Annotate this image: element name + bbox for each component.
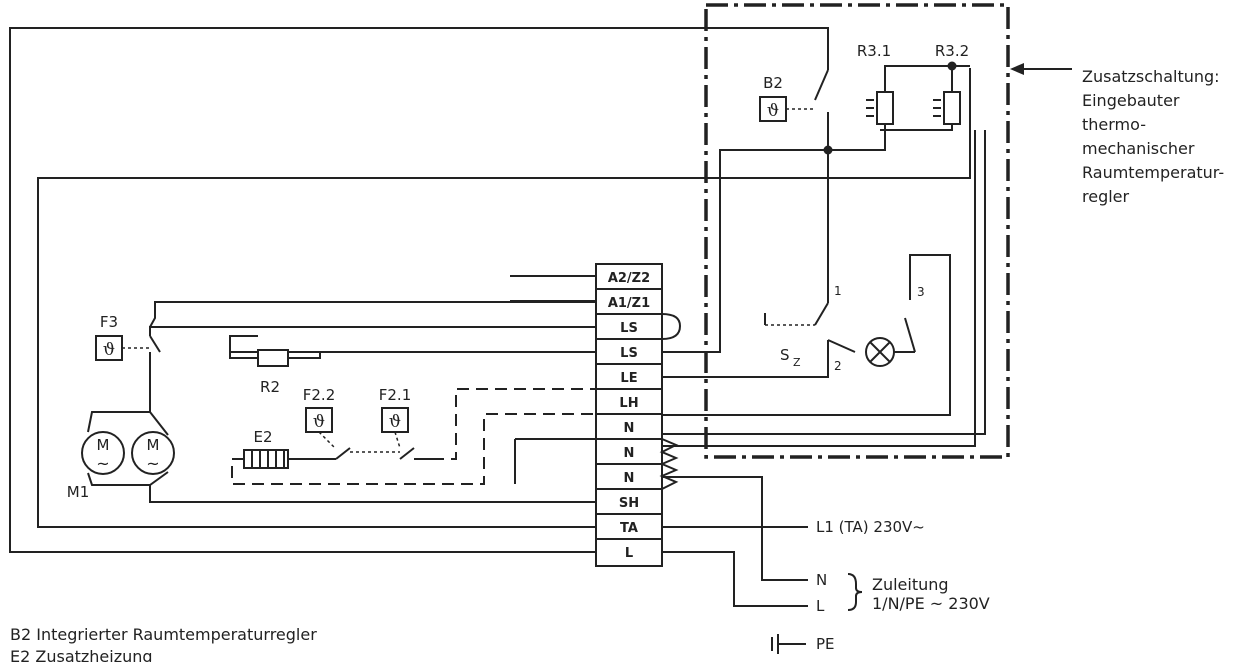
- label-f3: F3: [100, 313, 118, 331]
- bridge-ls: [661, 313, 682, 340]
- terminal-ls-2: LS: [620, 346, 638, 361]
- r2-resistor: [257, 349, 289, 367]
- wire-lh-to-sz: [662, 340, 829, 378]
- wire-n-supply: [662, 476, 808, 581]
- label-zuleitung: Zuleitung: [872, 575, 949, 594]
- terminal-a2z2: A2/Z2: [608, 271, 650, 286]
- terminal-n-2: N: [624, 446, 635, 461]
- wire-le-up: [662, 149, 828, 353]
- terminal-ta: TA: [620, 521, 638, 536]
- motor-m1-symbol: M: [97, 436, 110, 454]
- r32-heat-marks: [933, 99, 941, 117]
- label-r2: R2: [260, 378, 280, 396]
- addon-enclosure: [704, 3, 1010, 459]
- label-r31: R3.1: [857, 42, 891, 60]
- wire-motor-sh: [149, 485, 596, 503]
- wire-ta-loop: [37, 68, 971, 528]
- legend-b2: B2 Integrierter Raumtemperaturregler: [10, 625, 317, 644]
- bridge-n-1: [659, 438, 679, 465]
- annotation-line-4: mechanischer: [1082, 139, 1195, 158]
- annotation-line-6: regler: [1082, 187, 1130, 206]
- terminal-lh: LH: [619, 396, 638, 411]
- terminal-a1z1: A1/Z1: [608, 296, 650, 311]
- label-n-supply: N: [816, 571, 827, 589]
- f22-switch-contact: [335, 447, 351, 460]
- f3-switch-contact: [149, 335, 161, 353]
- wire-ls-to-f3: [149, 326, 596, 336]
- label-pe: PE: [816, 635, 835, 653]
- r32-resistor: [943, 91, 961, 125]
- r31-resistor: [876, 91, 894, 125]
- wire-l-supply: [662, 551, 808, 607]
- motor-m1-ac-icon: ~: [96, 454, 109, 473]
- terminal-l: L: [625, 546, 633, 561]
- label-contact-1: 1: [834, 284, 842, 298]
- f21-linkage: [394, 431, 401, 449]
- terminal-n-1: N: [624, 421, 635, 436]
- e2-heater: [243, 449, 289, 469]
- b2-thermo-icon: ϑ: [767, 101, 779, 121]
- motor-m2-symbol: M: [147, 436, 160, 454]
- lamp-cross-2: [869, 341, 891, 363]
- annotation-arrowhead: [1010, 63, 1024, 75]
- terminal-sh: SH: [619, 496, 639, 511]
- terminal-n-3: N: [624, 471, 635, 486]
- wire-heater-lh: [432, 388, 596, 460]
- zuleitung-brace: [847, 573, 863, 611]
- label-sz-sub: Z: [793, 356, 801, 369]
- f3-thermo-icon: ϑ: [103, 340, 115, 360]
- terminal-le: LE: [620, 371, 637, 386]
- e2-heater-grid: [251, 450, 285, 468]
- label-sz: S: [780, 346, 790, 364]
- label-m1: M1: [67, 483, 90, 501]
- motor-m1: [81, 431, 125, 475]
- sz-switch-contact-1: [814, 302, 829, 326]
- label-b2: B2: [763, 74, 783, 92]
- wire-motor-bottom: [87, 471, 169, 486]
- label-f21: F2.1: [379, 386, 411, 404]
- wire-ls-top: [149, 301, 596, 328]
- wire-b2-r31: [828, 124, 886, 151]
- wire-r31-r32: [884, 65, 952, 92]
- terminal-ls-1: LS: [620, 321, 638, 336]
- wire-n-r32: [662, 130, 986, 435]
- wire-l-loop: [9, 27, 829, 553]
- f21-sensor-box: [381, 407, 409, 433]
- annotation-line-5: Raumtemperatur-: [1082, 163, 1224, 182]
- motor-m2-ac-icon: ~: [146, 454, 159, 473]
- label-zuleitung-spec: 1/N/PE ~ 230V: [872, 594, 990, 613]
- annotation-line-3: thermo-: [1082, 115, 1146, 134]
- label-f22: F2.2: [303, 386, 335, 404]
- f22-linkage: [318, 431, 336, 449]
- wire-sw3-n: [662, 254, 951, 416]
- sz-switch-contact-3: [904, 317, 916, 353]
- wire-r32-bottom: [880, 124, 953, 131]
- label-l-supply: L: [816, 597, 825, 615]
- wire-motor-top-1: [87, 411, 150, 433]
- annotation-line-1: Zusatzschaltung:: [1082, 67, 1220, 86]
- motor-m2: [131, 431, 175, 475]
- f22-thermo-icon: ϑ: [313, 412, 325, 432]
- f21-switch-contact: [399, 447, 415, 460]
- label-r32: R3.2: [935, 42, 969, 60]
- legend-e2: E2 Zusatzheizung: [10, 647, 153, 662]
- label-contact-3: 3: [917, 285, 925, 299]
- f21-thermo-icon: ϑ: [389, 412, 401, 432]
- wire-motor-top-2: [149, 411, 169, 436]
- wire-r2-right: [288, 351, 596, 359]
- wire-n-r31: [662, 130, 976, 447]
- b2-switch-contact: [814, 69, 829, 101]
- label-contact-2: 2: [834, 359, 842, 373]
- wire-heater-n: [231, 413, 596, 485]
- wire-sz-lamp: [827, 339, 856, 353]
- terminal-strip: [595, 263, 663, 567]
- label-ta-supply: L1 (TA) 230V~: [816, 518, 925, 536]
- label-e2: E2: [253, 428, 272, 446]
- r31-heat-marks: [866, 99, 874, 117]
- annotation-line-2: Eingebauter: [1082, 91, 1180, 110]
- wire-r2-left: [229, 352, 258, 359]
